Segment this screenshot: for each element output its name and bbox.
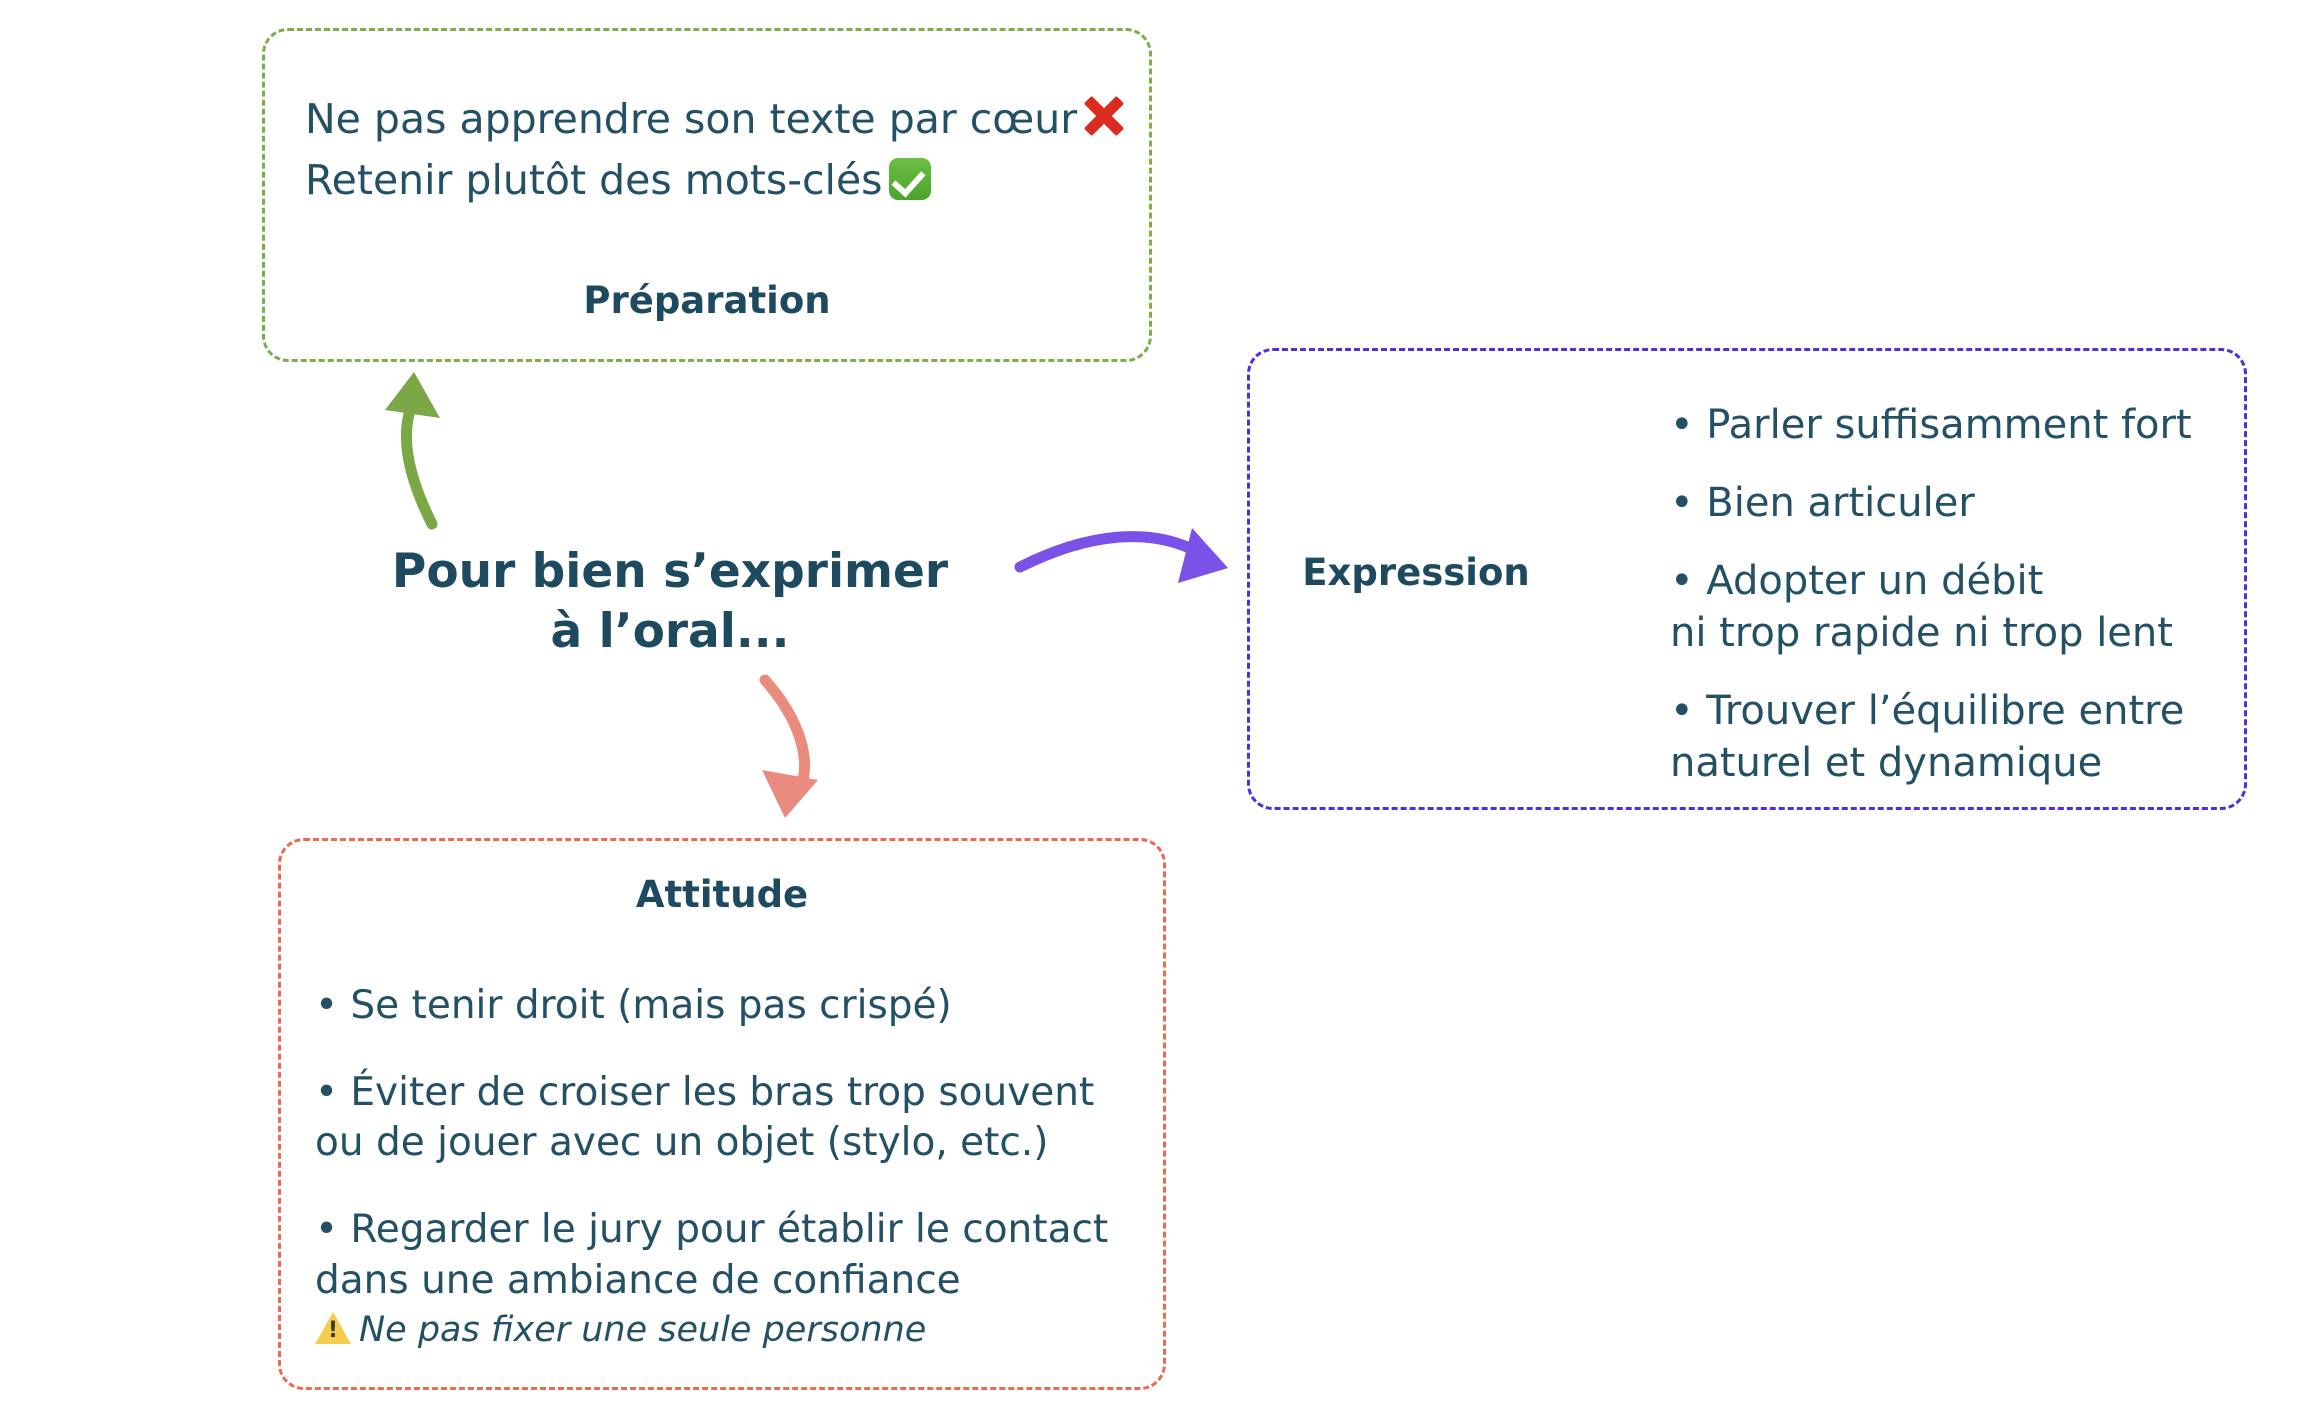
list-item: • Adopter un débit ni trop rapide ni tro… xyxy=(1670,558,2173,656)
page-title: Pour bien s’exprimer à l’oral... xyxy=(330,542,1010,662)
expression-items: • Parler suffisamment fort • Bien articu… xyxy=(1670,399,2224,789)
arrow-to-expression-icon xyxy=(1014,528,1228,583)
preparation-lines: Ne pas apprendre son texte par cœur Rete… xyxy=(305,89,1125,210)
list-item: • Parler suffisamment fort xyxy=(1670,402,2192,448)
expression-box[interactable]: Expression • Parler suffisamment fort • … xyxy=(1247,348,2247,810)
preparation-title: Préparation xyxy=(583,279,831,322)
attitude-title: Attitude xyxy=(635,873,809,916)
attitude-note: Ne pas fixer une seule personne xyxy=(315,1308,1147,1354)
check-mark-button-icon xyxy=(888,157,931,200)
list-item: • Bien articuler xyxy=(1670,480,1975,526)
cross-mark-icon xyxy=(1083,95,1125,137)
list-item: • Éviter de croiser les bras trop souven… xyxy=(315,1069,1095,1166)
list-item: • Regarder le jury pour établir le conta… xyxy=(315,1205,1147,1354)
center-title-line-1: Pour bien s’exprimer xyxy=(391,544,949,599)
center-title-line-2: à l’oral... xyxy=(550,604,790,660)
attitude-box[interactable]: Attitude • Se tenir droit (mais pas cris… xyxy=(278,838,1166,1390)
arrow-to-preparation-icon xyxy=(385,372,440,530)
preparation-box[interactable]: Ne pas apprendre son texte par cœur Rete… xyxy=(262,28,1152,362)
warning-icon xyxy=(315,1312,351,1346)
expression-label: Expression xyxy=(1302,551,1530,594)
arrow-to-attitude-icon xyxy=(759,674,818,818)
attitude-items: • Se tenir droit (mais pas crispé) • Évi… xyxy=(315,981,1147,1354)
list-item: • Trouver l’équilibre entre naturel et d… xyxy=(1670,688,2185,786)
list-item: • Se tenir droit (mais pas crispé) xyxy=(315,983,952,1028)
preparation-line-1: Ne pas apprendre son texte par cœur xyxy=(305,89,1125,150)
preparation-line-2: Retenir plutôt des mots-clés xyxy=(305,150,1125,211)
